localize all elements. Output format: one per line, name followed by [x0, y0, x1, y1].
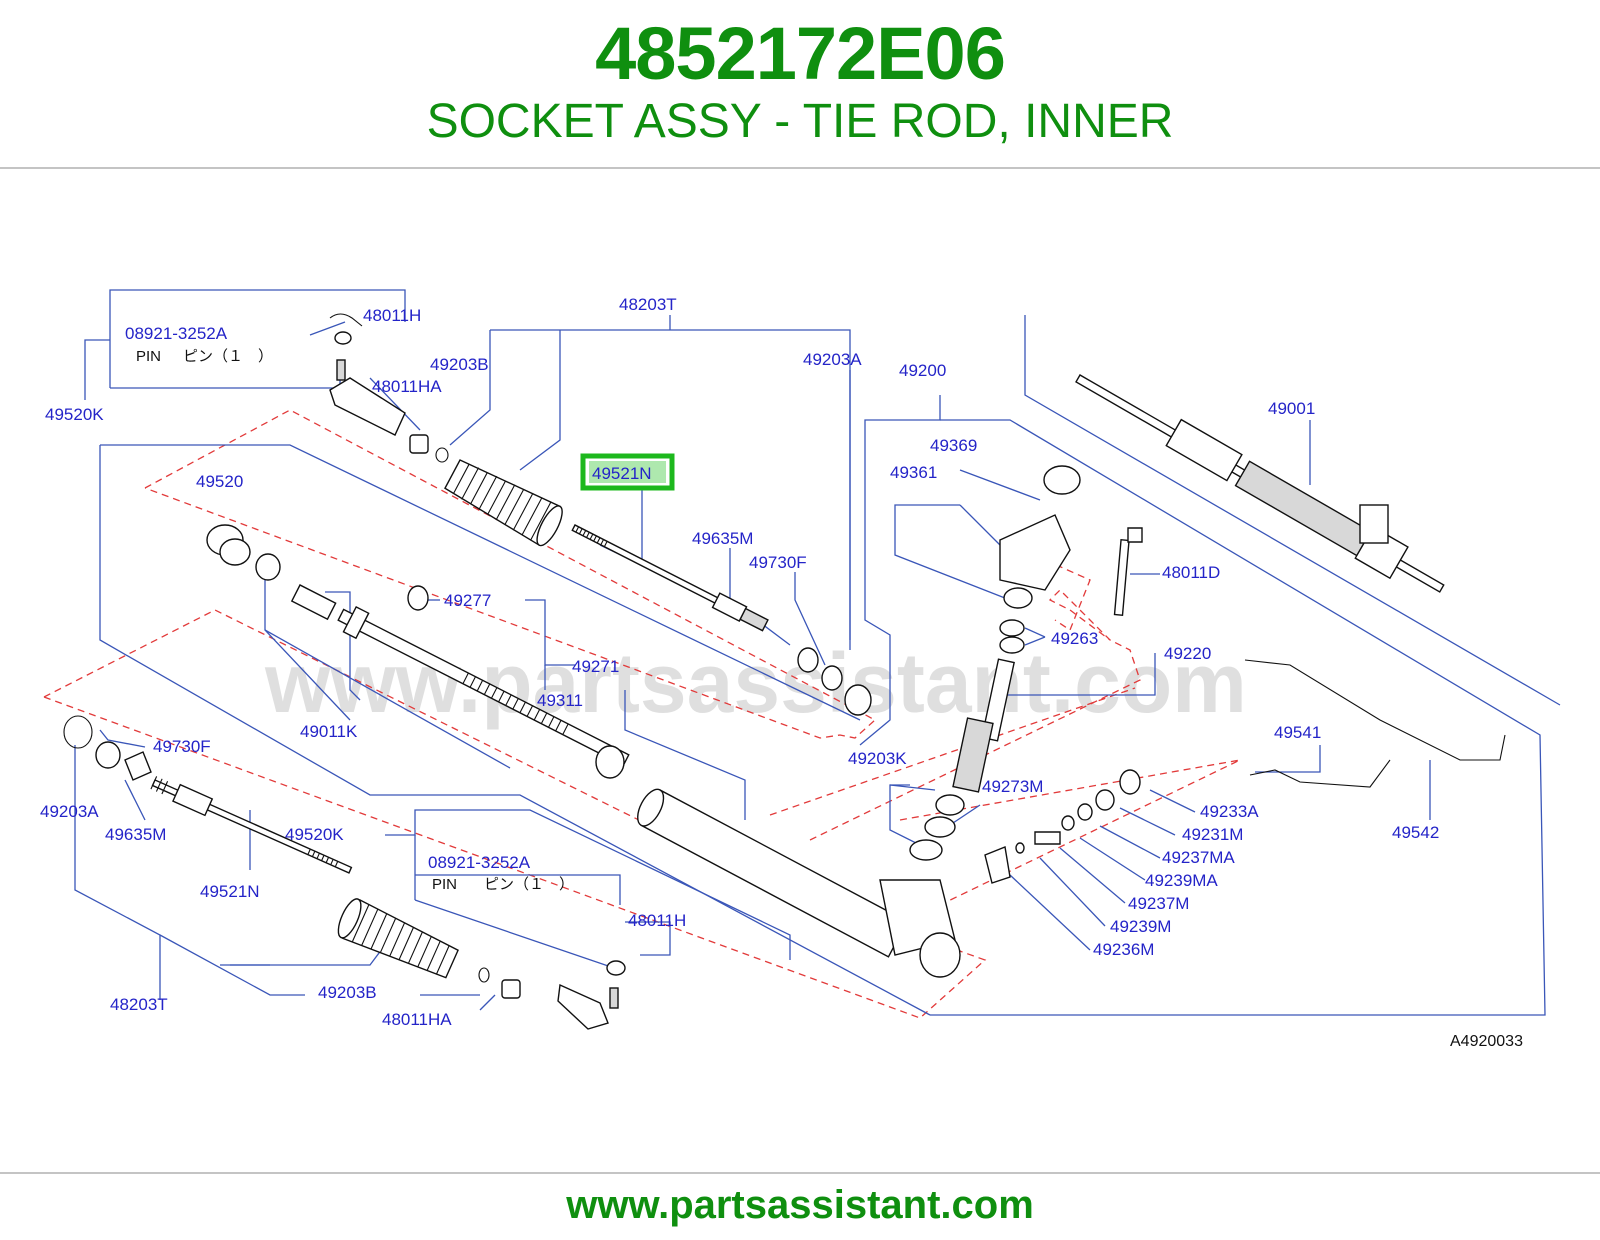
part-label[interactable]: 49369: [930, 436, 977, 455]
part-label[interactable]: 49220: [1164, 644, 1211, 663]
part-label[interactable]: 49200: [899, 361, 946, 380]
part-label[interactable]: 49520K: [45, 405, 104, 424]
dashed-assembly-outline: [43, 409, 1241, 1019]
part-label[interactable]: 49277: [444, 591, 491, 610]
part-label[interactable]: 49273M: [982, 777, 1043, 796]
footer-website[interactable]: www.partsassistant.com: [566, 1183, 1034, 1227]
part-label[interactable]: 49730F: [749, 553, 807, 572]
highlight-fill: [589, 461, 666, 483]
part-label[interactable]: 49233A: [1200, 802, 1259, 821]
highlighted-part-label[interactable]: 49521N: [592, 464, 652, 483]
part-label[interactable]: 49542: [1392, 823, 1439, 842]
leader-lines: [74, 289, 1561, 1016]
part-label[interactable]: 48011H: [363, 306, 421, 325]
part-label[interactable]: 49231M: [1182, 825, 1243, 844]
part-label[interactable]: 48011D: [1162, 563, 1220, 582]
part-label[interactable]: 49263: [1051, 629, 1098, 648]
part-label[interactable]: 49203B: [430, 355, 489, 374]
diagram-reference-code: A4920033: [1450, 1033, 1523, 1050]
part-label[interactable]: 49237MA: [1162, 848, 1235, 867]
part-drawings: [63, 313, 1506, 1030]
pin-desc: PIN: [136, 348, 161, 365]
part-label[interactable]: 49203K: [848, 749, 907, 768]
part-label[interactable]: 48011H: [628, 911, 686, 930]
part-label[interactable]: 08921-3252A: [428, 853, 531, 872]
part-label[interactable]: 49236M: [1093, 940, 1154, 959]
part-label[interactable]: 48011HA: [372, 377, 442, 396]
part-label[interactable]: 08921-3252A: [125, 324, 228, 343]
part-label[interactable]: 49203A: [40, 802, 99, 821]
part-label[interactable]: 49203B: [318, 983, 377, 1002]
pin-desc-jp: ピン（１ ）: [183, 348, 273, 365]
footer-divider: [0, 1172, 1600, 1174]
part-label[interactable]: 49730F: [153, 737, 211, 756]
page-header: 4852172E06 SOCKET ASSY - TIE ROD, INNER: [0, 0, 1600, 168]
part-label[interactable]: 49520: [196, 472, 243, 491]
part-label[interactable]: 49001: [1268, 399, 1315, 418]
part-number-title: 4852172E06: [595, 12, 1006, 95]
pin-desc-jp-lower: ピン（１ ）: [484, 876, 574, 893]
parts-diagram: www.partsassistant.com: [40, 289, 1561, 1050]
part-label[interactable]: 48011HA: [382, 1010, 452, 1029]
part-name-subtitle: SOCKET ASSY - TIE ROD, INNER: [426, 95, 1174, 148]
header-divider: [0, 167, 1600, 169]
part-label[interactable]: 49271: [572, 657, 619, 676]
part-label[interactable]: 49361: [890, 463, 937, 482]
part-label[interactable]: 49239MA: [1145, 871, 1218, 890]
part-labels: 48011H 08921-3252A PIN ピン（１ ） 48203T 492…: [40, 295, 1523, 1050]
part-label[interactable]: 49203A: [803, 350, 862, 369]
part-label[interactable]: 49541: [1274, 723, 1321, 742]
part-label[interactable]: 48203T: [110, 995, 168, 1014]
part-label[interactable]: 49311: [537, 691, 583, 710]
part-label[interactable]: 49635M: [105, 825, 166, 844]
part-label[interactable]: 49520K: [285, 825, 344, 844]
part-label[interactable]: 49239M: [1110, 917, 1171, 936]
part-label[interactable]: 48203T: [619, 295, 677, 314]
part-label[interactable]: 49521N: [200, 882, 260, 901]
pin-desc-lower: PIN: [432, 876, 457, 893]
part-label[interactable]: 49011K: [300, 722, 358, 741]
part-label[interactable]: 49635M: [692, 529, 753, 548]
part-label[interactable]: 49237M: [1128, 894, 1189, 913]
